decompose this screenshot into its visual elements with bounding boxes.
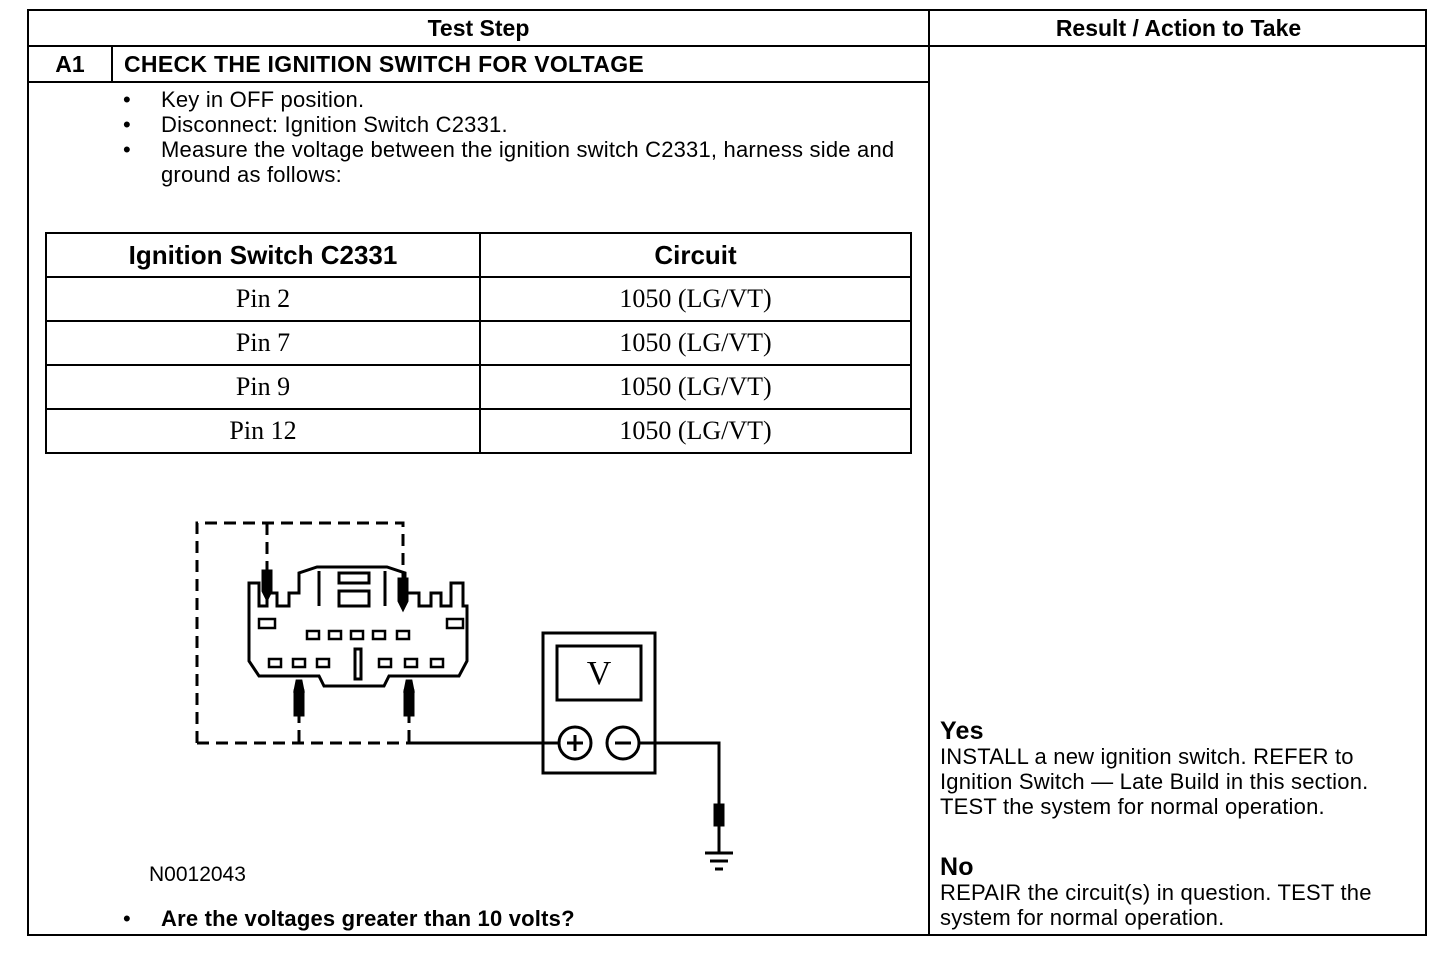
pin-cell: Pin 7 — [45, 320, 481, 366]
result-no-text: REPAIR the circuit(s) in question. TEST … — [940, 880, 1372, 930]
figure-id: N0012043 — [149, 863, 246, 886]
instruction-text: Measure the voltage between the ignition… — [161, 137, 895, 187]
column-divider — [928, 11, 930, 934]
result-yes-label: Yes — [940, 717, 984, 745]
instruction-text: Disconnect: Ignition Switch C2331. — [161, 112, 508, 137]
pin-cell: Pin 12 — [45, 408, 481, 454]
table-header-row: Ignition Switch C2331 Circuit — [45, 232, 912, 278]
table-row: Pin 7 1050 (LG/VT) — [45, 320, 912, 366]
header-divider — [29, 45, 1425, 47]
question-text: Are the voltages greater than 10 volts? — [161, 906, 575, 931]
connector-c2331 — [247, 565, 469, 688]
bullet-icon: • — [123, 137, 131, 162]
result-yes: Yes INSTALL a new ignition switch. REFER… — [940, 718, 1420, 819]
table-row: Pin 12 1050 (LG/VT) — [45, 408, 912, 454]
column-header-circuit: Circuit — [479, 232, 912, 278]
lead-wire-ground — [639, 741, 721, 831]
step-title: CHECK THE IGNITION SWITCH FOR VOLTAGE — [124, 51, 645, 77]
result-yes-text: INSTALL a new ignition switch. REFER to … — [940, 744, 1369, 819]
circuit-cell: 1050 (LG/VT) — [479, 364, 912, 410]
plus-icon — [567, 735, 583, 751]
circuit-cell: 1050 (LG/VT) — [479, 276, 912, 322]
result-no-label: No — [940, 853, 974, 881]
pin-cell: Pin 2 — [45, 276, 481, 322]
circuit-cell: 1050 (LG/VT) — [479, 408, 912, 454]
instruction-item: • Key in OFF position. — [119, 87, 909, 112]
step-title-divider — [29, 81, 928, 83]
pin-cell: Pin 9 — [45, 364, 481, 410]
probe-tips — [261, 569, 415, 717]
bullet-icon: • — [123, 87, 131, 112]
step-id: A1 — [55, 51, 85, 77]
instruction-item: • Measure the voltage between the ignitio… — [119, 137, 909, 187]
table-row: Pin 9 1050 (LG/VT) — [45, 364, 912, 410]
question: • Are the voltages greater than 10 volts? — [119, 906, 575, 932]
column-header-switch: Ignition Switch C2331 — [45, 232, 481, 278]
circuit-cell: 1050 (LG/VT) — [479, 320, 912, 366]
ground-icon — [705, 831, 733, 871]
test-step-table: Test Step Result / Action to Take A1 CHE… — [27, 9, 1427, 936]
multimeter — [541, 631, 657, 775]
instruction-item: • Disconnect: Ignition Switch C2331. — [119, 112, 909, 137]
ground-probe-tip — [713, 803, 725, 827]
table-row: Pin 2 1050 (LG/VT) — [45, 276, 912, 322]
instruction-list: • Key in OFF position. • Disconnect: Ignit… — [119, 87, 909, 187]
instruction-text: Key in OFF position. — [161, 87, 365, 112]
header-result-action: Result / Action to Take — [1055, 15, 1302, 41]
result-no: No REPAIR the circuit(s) in question. TE… — [940, 854, 1420, 930]
bullet-icon: • — [123, 112, 131, 137]
step-id-divider — [111, 47, 113, 81]
bullet-icon: • — [123, 906, 131, 931]
header-test-step: Test Step — [427, 15, 530, 41]
meter-display-symbol: V — [587, 655, 612, 692]
pin-circuit-table: Ignition Switch C2331 Circuit Pin 2 1050… — [45, 232, 912, 454]
voltage-test-diagram: V — [195, 521, 733, 871]
